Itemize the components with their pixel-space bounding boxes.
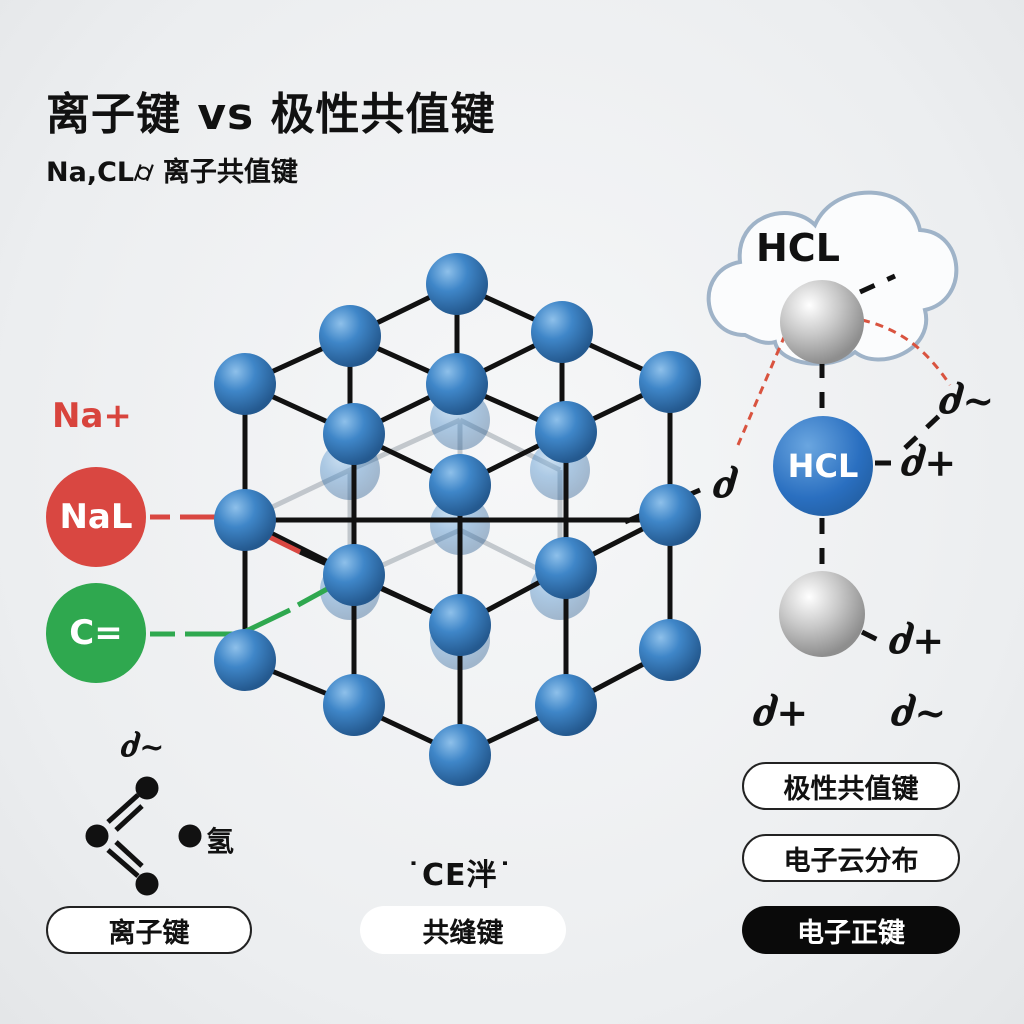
lattice-atom <box>323 403 385 465</box>
lattice-atom <box>429 454 491 516</box>
lattice-atom <box>639 351 701 413</box>
delta-bottom-atom-label: ძ+ <box>888 618 945 663</box>
lattice-atom <box>323 674 385 736</box>
delta-left-label: ძ <box>712 462 737 507</box>
delta-top-right-label: ძ~ <box>938 378 995 423</box>
hydrogen-atom-bottom <box>779 571 865 657</box>
sodium-ion: NaL <box>46 467 146 567</box>
hcl-center-atom: HCL <box>773 416 873 516</box>
delta-bottom-left-label: ძ+ <box>752 690 809 735</box>
polar-covalent-pill[interactable]: 极性共值键 <box>742 762 960 810</box>
electron-cloud-pill[interactable]: 电子云分布 <box>742 834 960 882</box>
chlorine-ion: C= <box>46 583 146 683</box>
lattice-caption: ˙CE泮˙ <box>406 858 514 893</box>
hydrogen-atom-top <box>780 280 864 364</box>
lattice-atom <box>535 401 597 463</box>
delta-bottom-right-label: ძ~ <box>890 690 947 735</box>
electron-cloud-shape <box>706 190 959 366</box>
electron-positive-pill[interactable]: 电子正键 <box>742 906 960 954</box>
lattice-atom <box>214 353 276 415</box>
delta-right-label: ძ+ <box>900 440 957 485</box>
hydrogen-label: 氢 <box>206 825 235 858</box>
lattice-back-bonds <box>243 417 563 583</box>
lattice-atom <box>319 305 381 367</box>
lattice-atom <box>214 489 276 551</box>
covalent-bond-pill[interactable]: 共缝键 <box>360 906 566 954</box>
lattice-atom <box>535 674 597 736</box>
lattice-atom <box>535 537 597 599</box>
lattice-atom <box>323 544 385 606</box>
ionic-bond-pill[interactable]: 离子键 <box>46 906 252 954</box>
polarity-dashes <box>736 318 952 446</box>
page-subtitle: Na,CL⌭ 离子共值键 <box>46 157 298 188</box>
lattice-atom <box>639 484 701 546</box>
lattice-atom <box>426 353 488 415</box>
small-delta-label: ძ~ <box>120 730 165 765</box>
lattice-atoms <box>214 253 701 786</box>
lattice-atom <box>214 629 276 691</box>
lattice-atom <box>639 619 701 681</box>
page-title: 离子键 vs 极性共值键 <box>46 89 496 140</box>
lattice-atom <box>531 301 593 363</box>
sodium-ion-label: Na+ <box>52 396 132 436</box>
lattice-atom <box>429 594 491 656</box>
lattice-atom <box>426 253 488 315</box>
cloud-label: HCL <box>756 226 840 270</box>
lattice-atom <box>429 724 491 786</box>
small-molecule <box>85 776 202 896</box>
hcl-bonds <box>819 273 942 648</box>
